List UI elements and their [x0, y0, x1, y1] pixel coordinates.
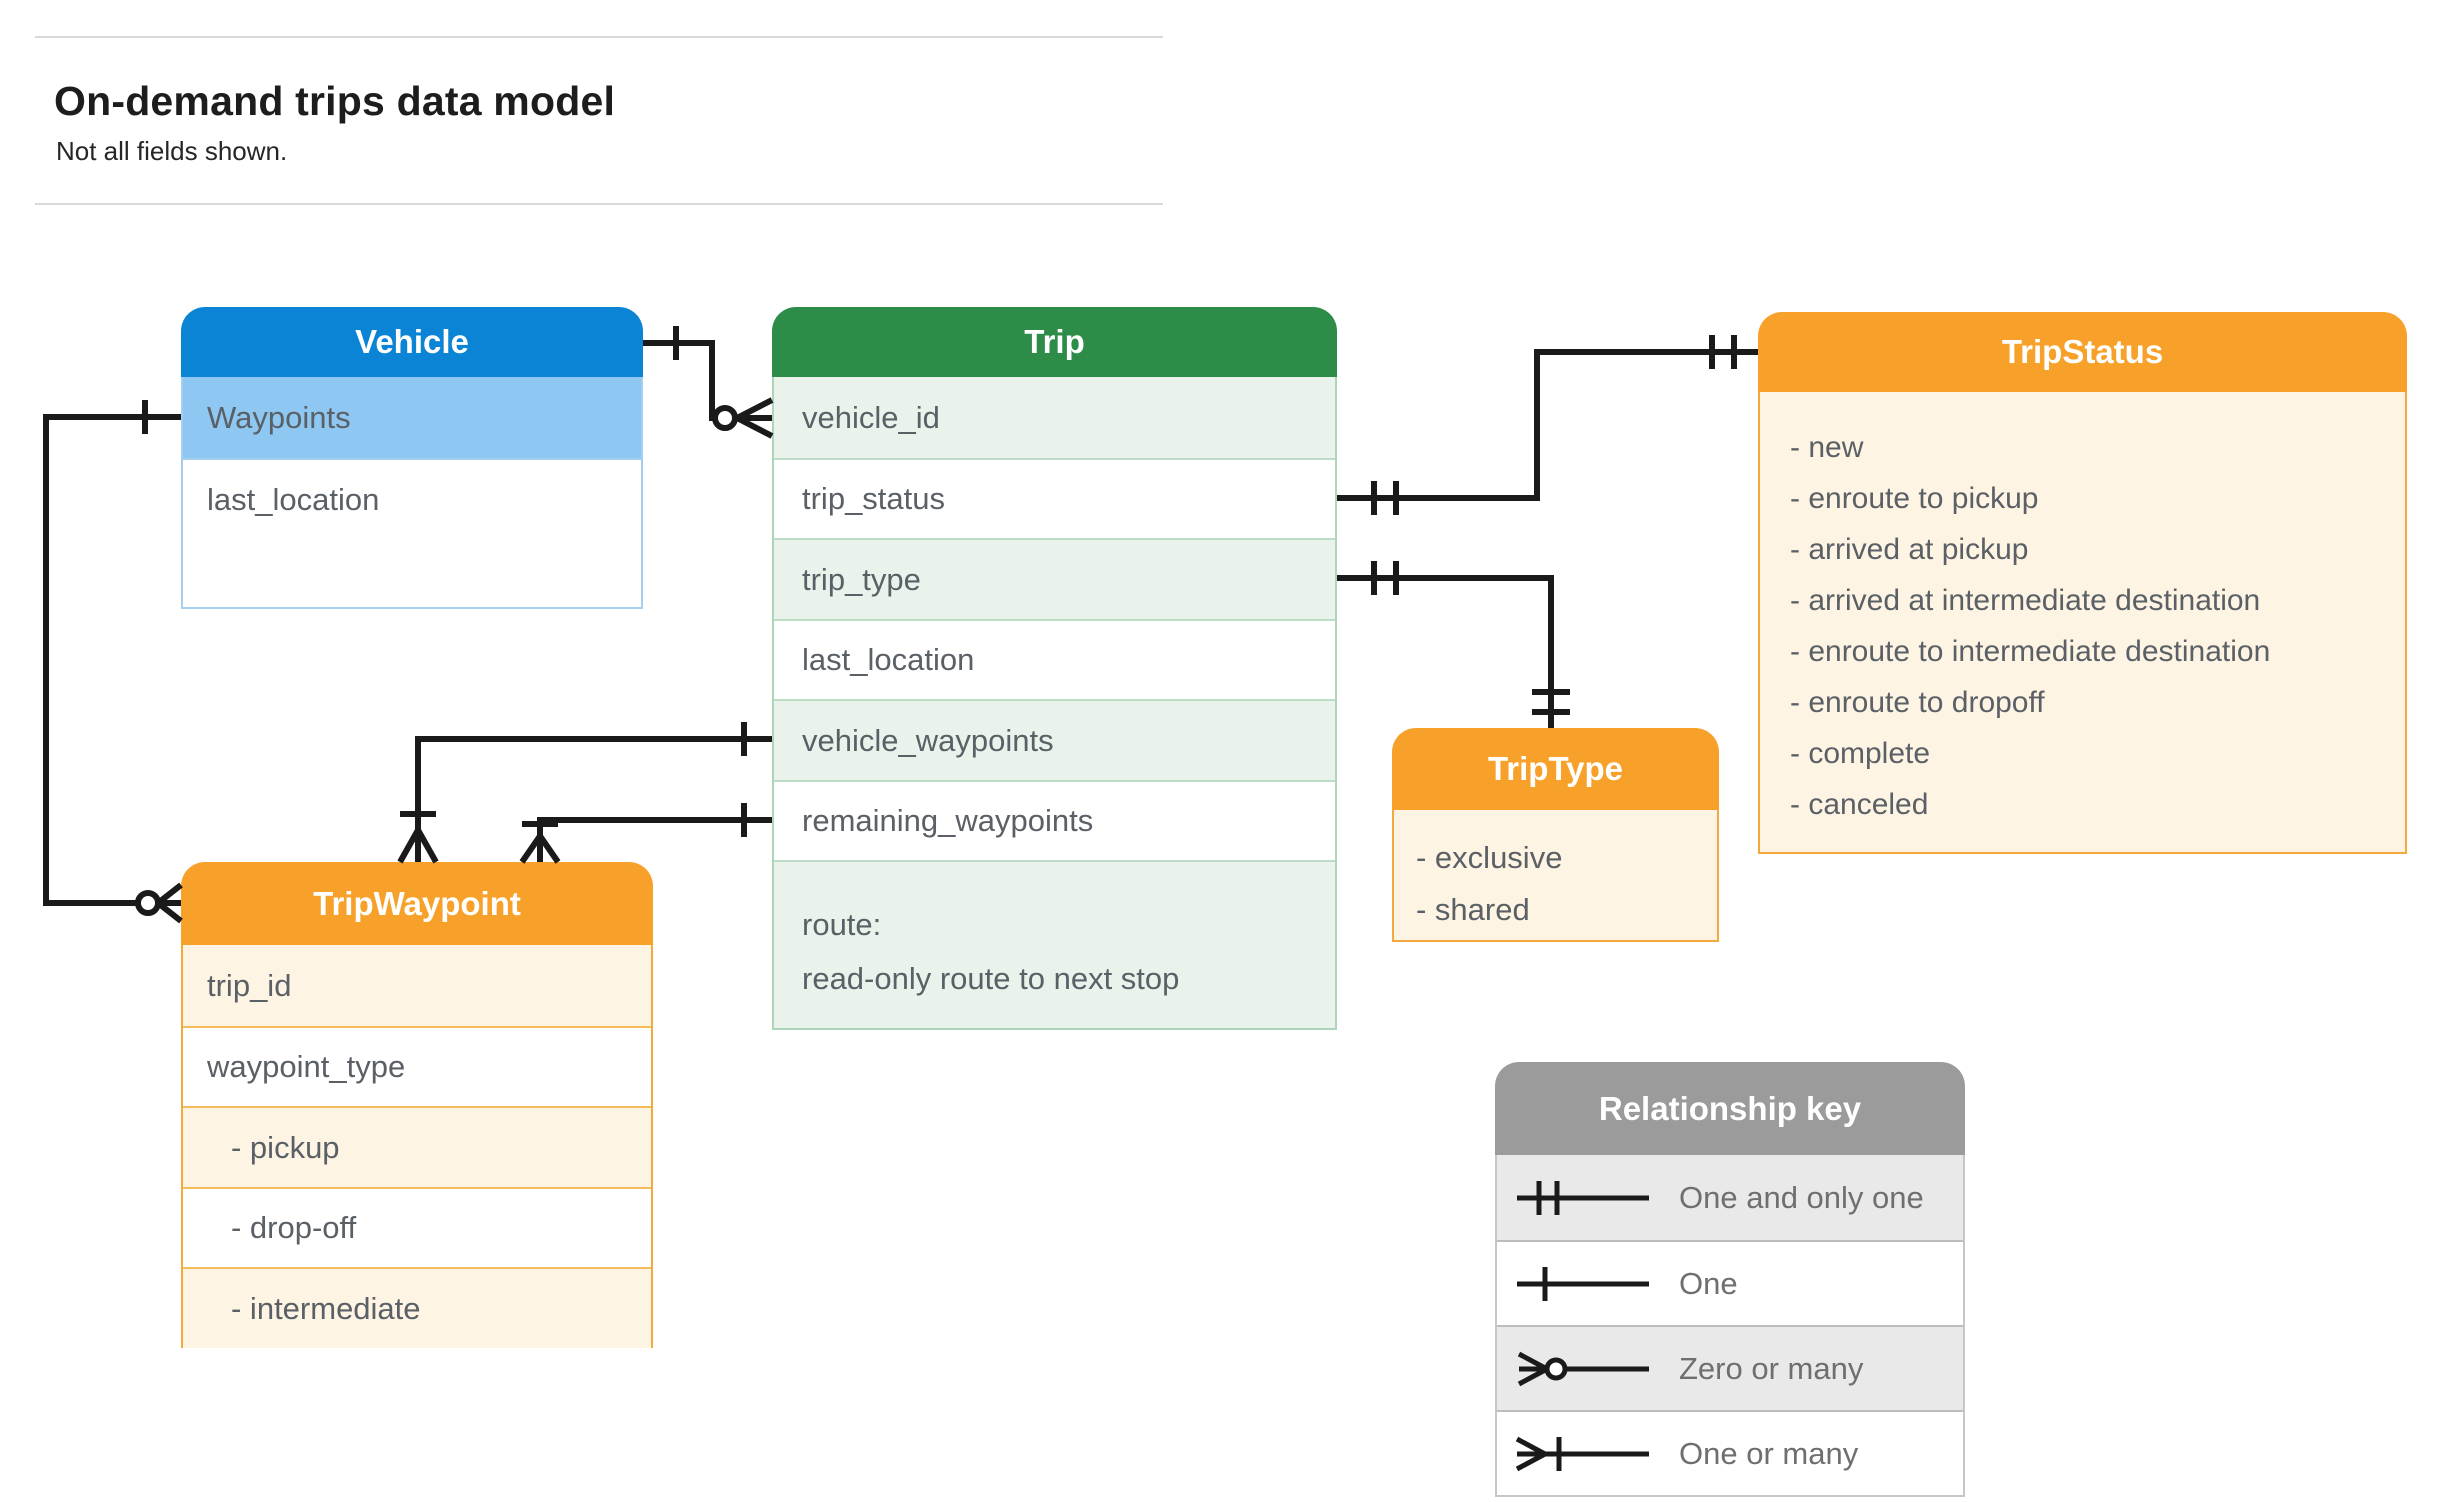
one-icon [1517, 1266, 1649, 1301]
relationship-key: Relationship key One and only one One Ze… [1495, 1062, 1965, 1497]
page-title: On-demand trips data model [54, 78, 616, 124]
trip-header: Trip [772, 307, 1337, 377]
tripstatus-value: - enroute to intermediate destination [1790, 634, 2271, 668]
connector-line [643, 340, 715, 421]
crow-foot [519, 834, 561, 864]
tripstatus-value: - arrived at intermediate destination [1790, 583, 2261, 617]
vehicle-header: Vehicle [181, 307, 643, 377]
key-row-one: One [1497, 1240, 1963, 1325]
tripstatus-value: - arrived at pickup [1790, 532, 2029, 566]
crow-foot [735, 397, 774, 439]
one-and-only-one-icon [1517, 1180, 1649, 1215]
connector-vehicle-waypoints-to-tripwaypoint [397, 722, 772, 864]
connector-vehicle-to-trip [643, 326, 774, 439]
triptype-header: TripType [1392, 728, 1719, 810]
entity-triptype: TripType - exclusive - shared [1392, 728, 1719, 942]
tripstatus-value: - canceled [1790, 787, 1929, 821]
key-label: One and only one [1679, 1179, 1924, 1215]
connector-line [415, 736, 772, 830]
one-and-only-one-ticks [1709, 335, 1737, 369]
triptype-value: - exclusive [1416, 840, 1563, 875]
zero-circle [135, 890, 161, 916]
tripstatus-value: - new [1790, 430, 1864, 464]
zero-or-many-icon [1517, 1351, 1649, 1386]
tripwaypoint-row-intermediate: - intermediate [183, 1267, 651, 1348]
trip-route-line2: read-only route to next stop [802, 961, 1180, 996]
key-row-zero-or-many: Zero or many [1497, 1325, 1963, 1410]
tripwaypoint-header: TripWaypoint [181, 862, 653, 945]
tripwaypoint-row-drop-off: - drop-off [183, 1187, 651, 1267]
one-or-many-icon [1515, 1436, 1649, 1471]
trip-row-last-location: last_location [774, 619, 1335, 699]
key-row-one-or-many: One or many [1497, 1410, 1963, 1495]
one-and-only-one-ticks [1371, 561, 1399, 595]
trip-row-route: route: read-only route to next stop [774, 860, 1335, 1028]
tripwaypoint-row-trip-id: trip_id [183, 945, 651, 1026]
tripstatus-value: - complete [1790, 736, 1931, 770]
tripstatus-value: - enroute to dropoff [1790, 685, 2045, 719]
tripstatus-value: - enroute to pickup [1790, 481, 2039, 515]
one-and-only-one-ticks [1371, 481, 1399, 515]
connector-remaining-waypoints-to-tripwaypoint [519, 803, 772, 864]
vehicle-row-last-location: last_location [183, 458, 641, 539]
key-row-one-and-only-one: One and only one [1497, 1155, 1963, 1240]
trip-row-trip-status: trip_status [774, 458, 1335, 538]
connector-line [1337, 575, 1554, 728]
connector-line [537, 817, 772, 836]
entity-tripwaypoint: TripWaypoint trip_id waypoint_type - pic… [181, 862, 653, 1348]
entity-tripstatus: TripStatus - new - enroute to pickup - a… [1758, 312, 2407, 854]
entity-vehicle: Vehicle Waypoints last_location [181, 307, 643, 609]
tripstatus-header: TripStatus [1758, 312, 2407, 392]
connector-line [43, 414, 181, 906]
tripwaypoint-row-waypoint-type: waypoint_type [183, 1026, 651, 1106]
entity-trip: Trip vehicle_id trip_status trip_type la… [772, 307, 1337, 1030]
key-label: One [1679, 1265, 1738, 1301]
connector-vehicle-loop-to-tripwaypoint [43, 400, 183, 924]
trip-route-line1: route: [802, 907, 882, 942]
vehicle-row-waypoints: Waypoints [183, 377, 641, 458]
key-label: One or many [1679, 1435, 1859, 1471]
page-subtitle: Not all fields shown. [56, 136, 288, 166]
tripwaypoint-row-pickup: - pickup [183, 1106, 651, 1187]
connector-triptype-to-trip [1337, 561, 1570, 728]
zero-circle [712, 405, 738, 431]
key-label: Zero or many [1679, 1350, 1864, 1386]
relationship-key-header: Relationship key [1495, 1062, 1965, 1155]
one-and-only-one-ticks [1532, 689, 1570, 715]
trip-row-vehicle-id: vehicle_id [774, 377, 1335, 458]
crow-foot [397, 828, 439, 864]
title-divider-top [35, 36, 1163, 38]
crow-foot [156, 882, 183, 924]
triptype-value: - shared [1416, 892, 1530, 927]
trip-row-remaining-waypoints: remaining_waypoints [774, 780, 1335, 860]
title-divider-bottom [35, 203, 1163, 205]
connector-tripstatus-to-trip [1337, 335, 1758, 515]
trip-row-vehicle-waypoints: vehicle_waypoints [774, 699, 1335, 780]
connector-line [1337, 349, 1758, 501]
trip-row-trip-type: trip_type [774, 538, 1335, 619]
